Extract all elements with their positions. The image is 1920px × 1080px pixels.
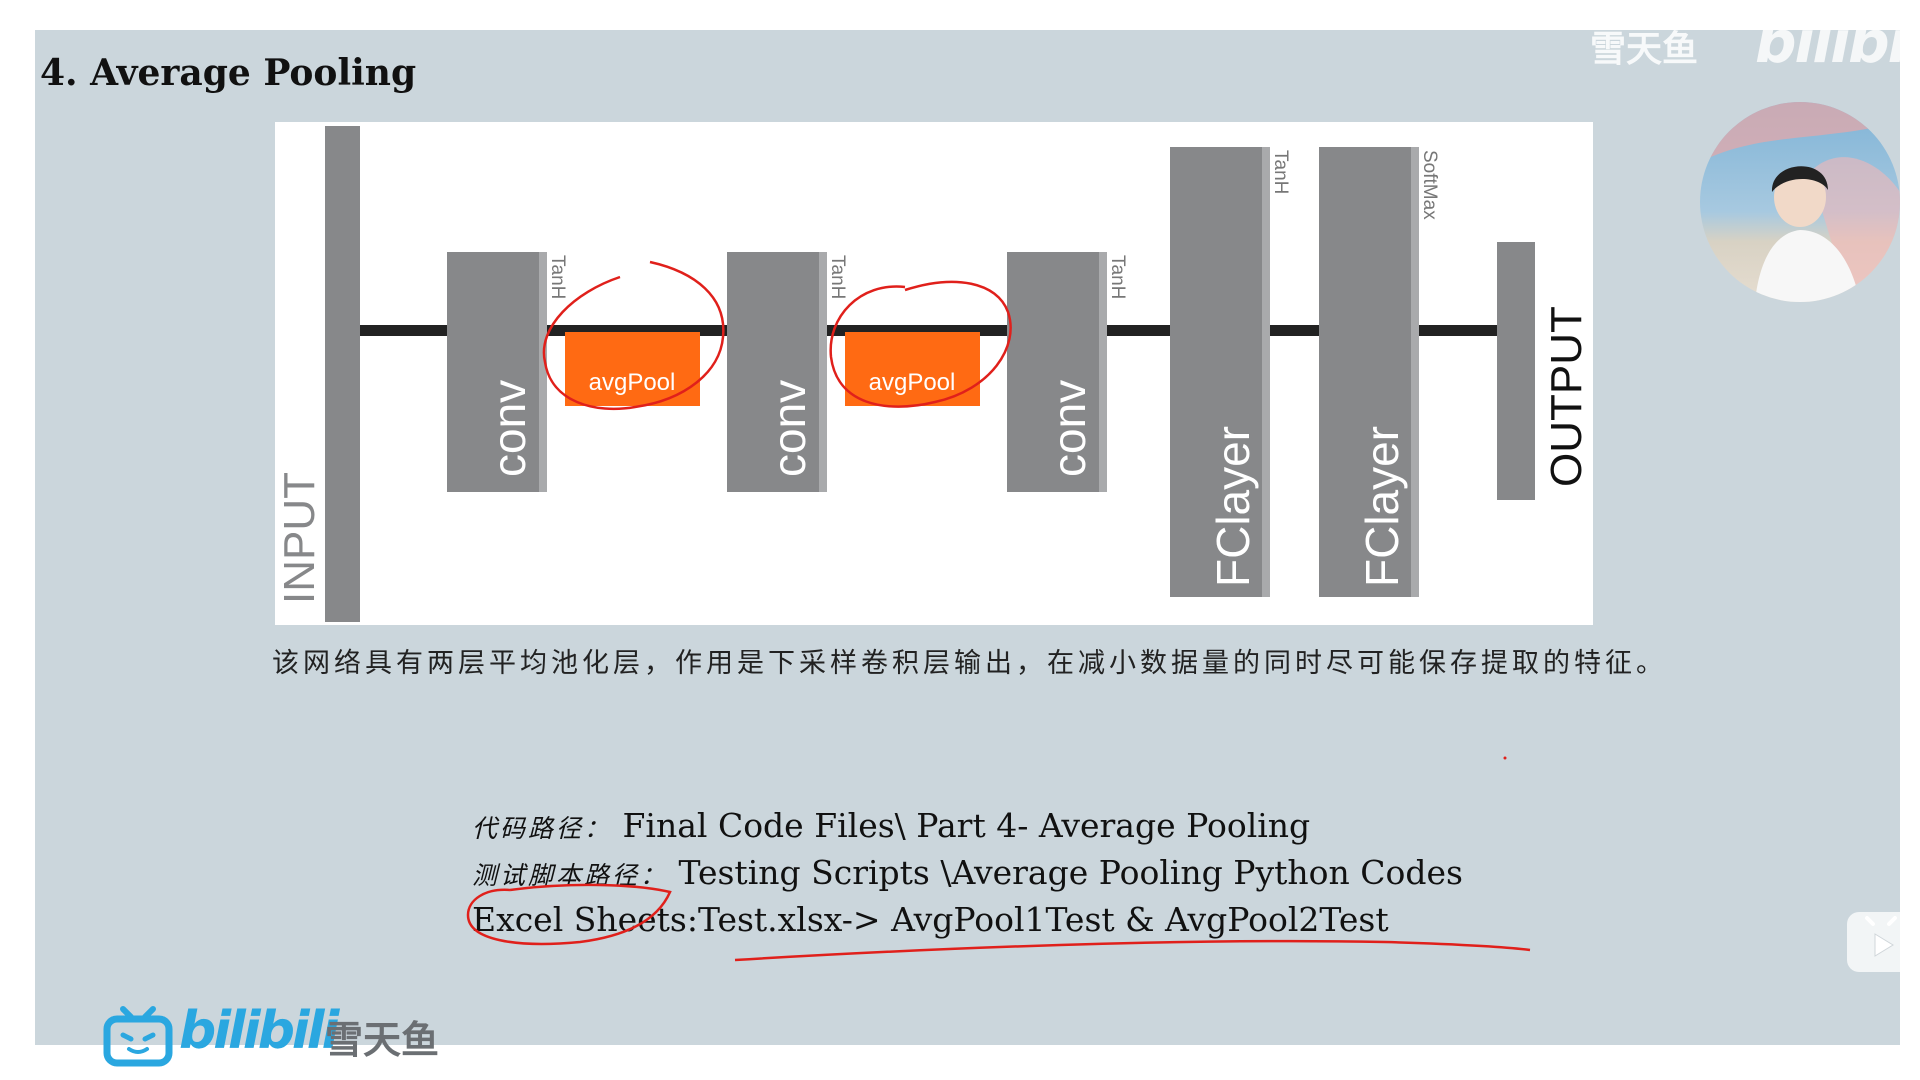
tv-icon	[103, 1006, 173, 1067]
fc-layer-2	[1319, 147, 1419, 597]
fc-label-1: FClayer	[1207, 426, 1259, 587]
data-flow-line	[335, 325, 1515, 336]
code-path-line: 代码路径： Final Code Files\ Part 4- Average …	[472, 804, 1572, 851]
conv-label-3: conv	[1043, 380, 1095, 477]
logo-brand-text: bilibili	[179, 1001, 339, 1061]
conv-label-2: conv	[763, 380, 815, 477]
annotation-dot	[1503, 756, 1507, 760]
play-button[interactable]	[1847, 912, 1915, 972]
test-script-path-line: 测试脚本路径： Testing Scripts \Average Pooling…	[472, 851, 1572, 898]
network-diagram: INPUT conv TanH avgPool conv TanH avgPoo…	[275, 122, 1593, 625]
fc-layer-1	[1170, 147, 1270, 597]
code-path-value: Final Code Files\ Part 4- Average Poolin…	[622, 806, 1311, 845]
avatar	[1700, 102, 1900, 302]
softmax-label: SoftMax	[1419, 150, 1440, 220]
tanh-label-2: TanH	[827, 255, 848, 299]
network-diagram-svg: INPUT conv TanH avgPool conv TanH avgPoo…	[275, 126, 1591, 622]
slide: 4. Average Pooling INPUT conv TanH avgPo…	[35, 30, 1915, 1067]
conv-label-1: conv	[483, 380, 535, 477]
slide-title: 4. Average Pooling	[40, 52, 417, 94]
play-icon	[1865, 916, 1897, 957]
avgpool-label-2: avgPool	[869, 369, 956, 396]
fc-label-2: FClayer	[1356, 426, 1408, 587]
file-paths: 代码路径： Final Code Files\ Part 4- Average …	[472, 804, 1572, 942]
conv-layer-2	[727, 252, 827, 492]
description-text: 该网络具有两层平均池化层，作用是下采样卷积层输出，在减小数据量的同时尽可能保存提…	[272, 648, 1667, 679]
output-label: OUTPUT	[1542, 306, 1591, 487]
avatar-image	[1700, 102, 1900, 302]
test-script-path-value: Testing Scripts \Average Pooling Python …	[678, 853, 1463, 892]
tanh-label-4: TanH	[1270, 150, 1291, 194]
annotation-circle-1	[542, 260, 725, 411]
input-label: INPUT	[275, 472, 324, 604]
avgpool-label-1: avgPool	[589, 369, 676, 396]
tanh-label-1: TanH	[547, 255, 568, 299]
excel-sheets-line: Excel Sheets:Test.xlsx-> AvgPool1Test & …	[472, 900, 1389, 939]
watermark-brand: bilibili	[1755, 8, 1920, 76]
test-script-path-label: 测试脚本路径：	[472, 861, 669, 890]
watermark-channel-name: 雪天鱼	[1590, 29, 1699, 70]
tanh-label-3: TanH	[1107, 255, 1128, 299]
annotation-circle-2	[829, 280, 1012, 408]
output-layer	[1497, 242, 1535, 500]
logo-channel-name: 雪天鱼	[325, 1018, 440, 1062]
conv-layer-3	[1007, 252, 1107, 492]
annotation-underline	[734, 939, 1531, 962]
code-path-label: 代码路径：	[472, 814, 613, 843]
input-layer	[325, 126, 360, 622]
conv-layer-1	[447, 252, 547, 492]
